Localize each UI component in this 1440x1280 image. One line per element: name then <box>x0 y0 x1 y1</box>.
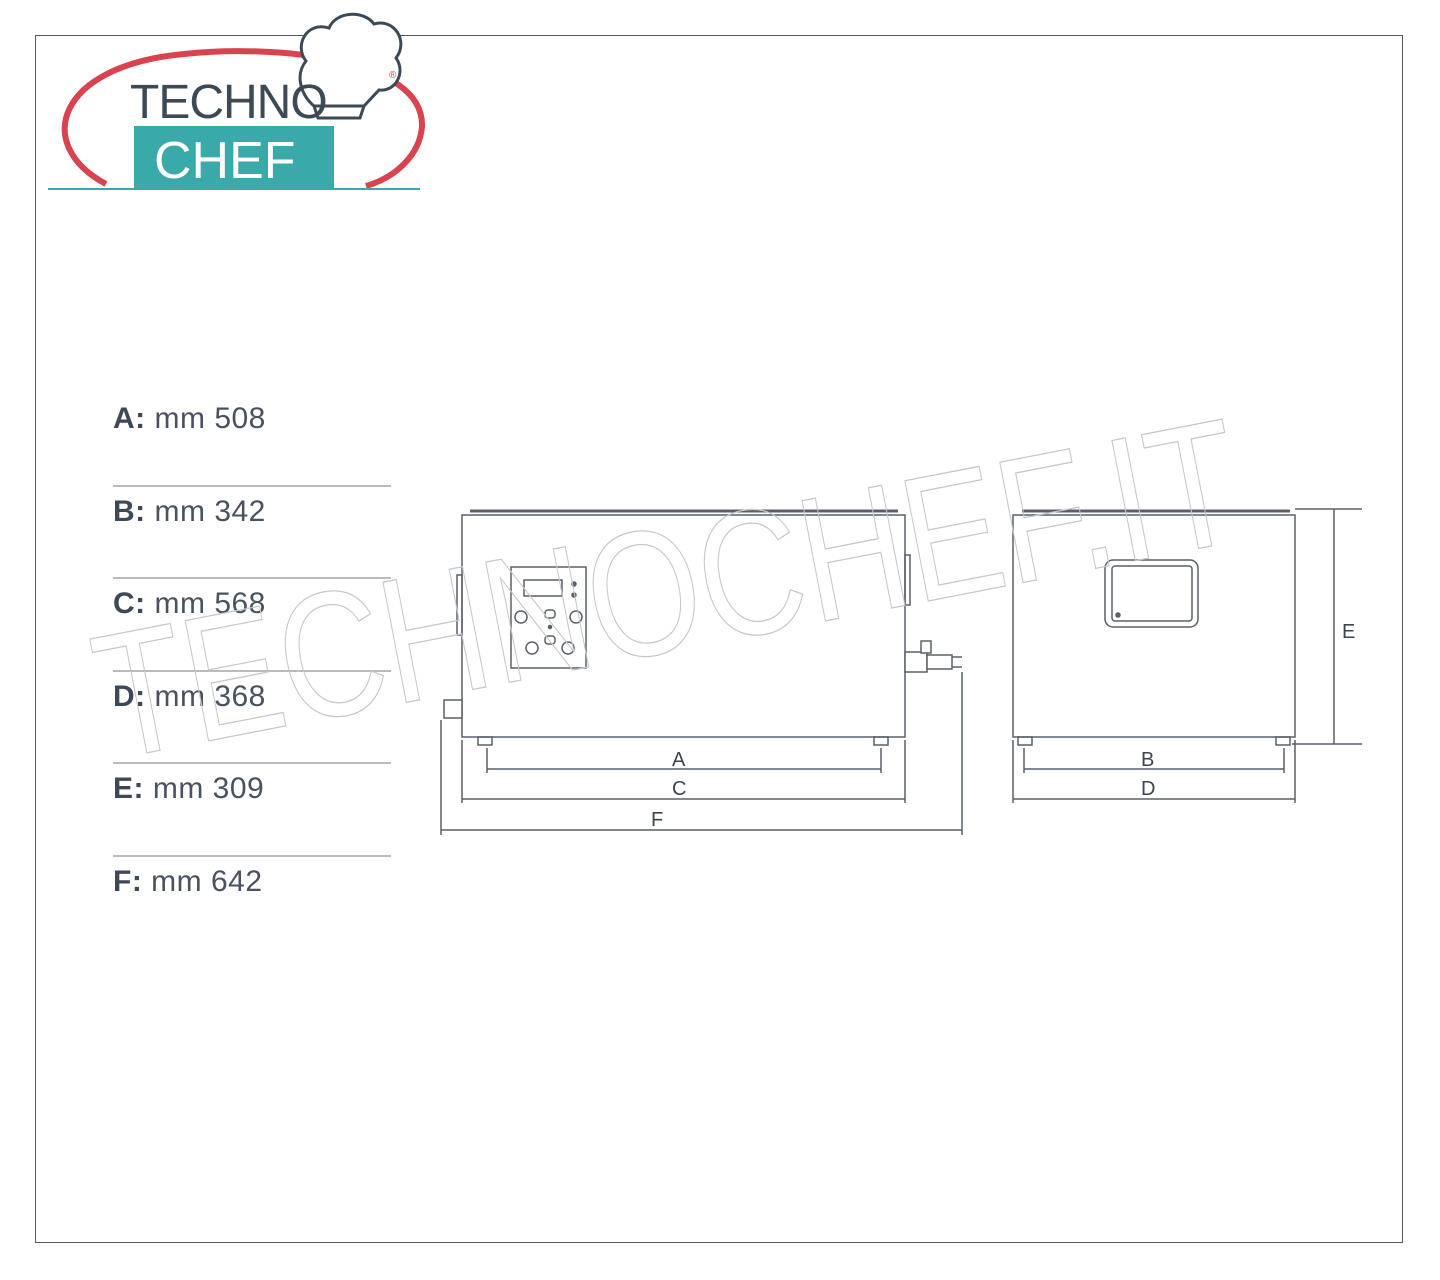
page-frame <box>35 35 1403 1243</box>
dim-key: A: <box>113 402 146 435</box>
dim-key: B: <box>113 494 146 528</box>
dim-value: mm 309 <box>152 772 265 805</box>
dimensions-list: A: mm 508 B: mm 342 C: mm 568 D: mm 368 … <box>113 394 391 949</box>
dim-key: F: <box>113 864 143 898</box>
dim-row-c: C: mm 568 <box>113 579 391 672</box>
technochef-logo: TECHNO CHEF ® <box>48 12 426 190</box>
label-c: C <box>672 778 686 800</box>
dim-row-a: A: mm 508 <box>113 394 391 487</box>
knob-icon <box>569 610 583 624</box>
dim-key: E: <box>113 772 144 805</box>
label-a: A <box>672 749 686 771</box>
drain-tap <box>904 640 962 673</box>
dim-value: mm 342 <box>154 494 266 528</box>
label-d: D <box>1141 778 1155 800</box>
dim-value: mm 568 <box>154 587 266 620</box>
dim-key: C: <box>113 587 146 620</box>
left-fitting <box>443 699 463 719</box>
label-f: F <box>651 809 663 831</box>
chef-hat-icon <box>298 12 403 120</box>
dim-row-e: E: mm 309 <box>113 764 391 857</box>
knob-icon <box>561 641 575 655</box>
label-e: E <box>1342 621 1355 643</box>
knob-icon <box>525 641 539 655</box>
dim-row-b: B: mm 342 <box>113 487 391 579</box>
dim-key: D: <box>113 679 146 713</box>
knob-icon <box>514 610 528 624</box>
handle-panel <box>1104 559 1199 628</box>
logo-line1: TECHNO <box>130 76 327 129</box>
display-screen <box>523 579 563 597</box>
dim-value: mm 642 <box>151 864 263 898</box>
side-view <box>1012 508 1362 803</box>
logo-line2: CHEF <box>154 132 296 190</box>
label-b: B <box>1141 749 1154 771</box>
registered-mark: ® <box>389 70 397 81</box>
dim-value: mm 508 <box>154 402 266 435</box>
dim-value: mm 368 <box>154 679 266 713</box>
front-view <box>440 509 963 835</box>
dim-row-f: F: mm 642 <box>113 857 391 950</box>
dim-row-d: D: mm 368 <box>113 672 391 764</box>
